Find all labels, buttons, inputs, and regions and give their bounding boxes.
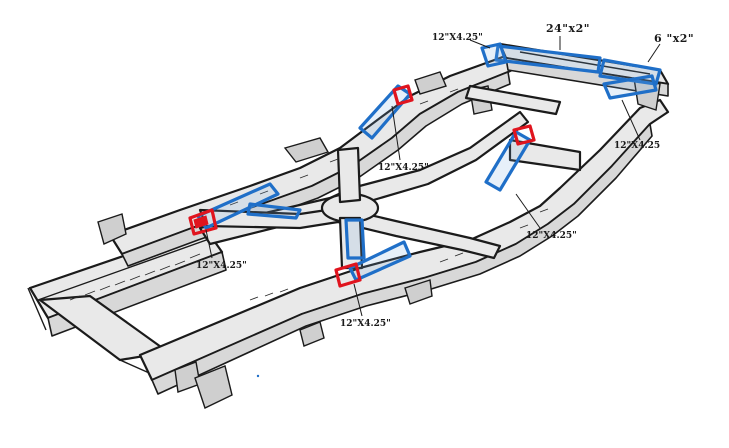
right-frame-rail — [97, 48, 530, 267]
frame-hatching — [69, 88, 549, 301]
left-frame-rail — [138, 98, 670, 409]
x-crossmember — [198, 84, 582, 270]
stray-dot — [256, 374, 260, 378]
weld-front-left-fill — [193, 215, 209, 229]
weld-mid-right — [392, 84, 414, 106]
label-mid-right-rail: 12"X4.25" — [378, 163, 429, 173]
dimension-labels: 12"X4.25" 24"x2" 6 "x2" 12"X4.25 12"X4.2… — [196, 22, 694, 329]
label-front-left-rail: 12"X4.25" — [196, 261, 247, 271]
plate-rear-right-rail — [602, 74, 658, 100]
plate-front-left-diag — [246, 202, 302, 220]
plate-rear-crossmember — [494, 44, 602, 74]
label-rear-left-rail: 12"X4.25" — [432, 33, 483, 43]
leader-lines — [205, 36, 661, 317]
label-mid-left-rail: 12"X4.25" — [526, 231, 577, 241]
plate-x-member-lower — [344, 218, 366, 260]
plate-rear-left-stub — [480, 42, 508, 68]
label-rear-right-rail: 12"X4.25 — [614, 141, 660, 151]
weld-front-right — [334, 262, 362, 288]
weld-joints — [188, 84, 536, 288]
weld-front-left — [188, 208, 218, 236]
label-front-right-rail: 12"X4.25" — [340, 319, 391, 329]
label-rear-corner: 6 "x2" — [654, 32, 694, 45]
label-rear-crossmember: 24"x2" — [546, 22, 590, 35]
plate-front-right-rail — [348, 240, 412, 282]
front-crossmember — [27, 226, 227, 381]
weld-mid-left — [512, 124, 536, 146]
